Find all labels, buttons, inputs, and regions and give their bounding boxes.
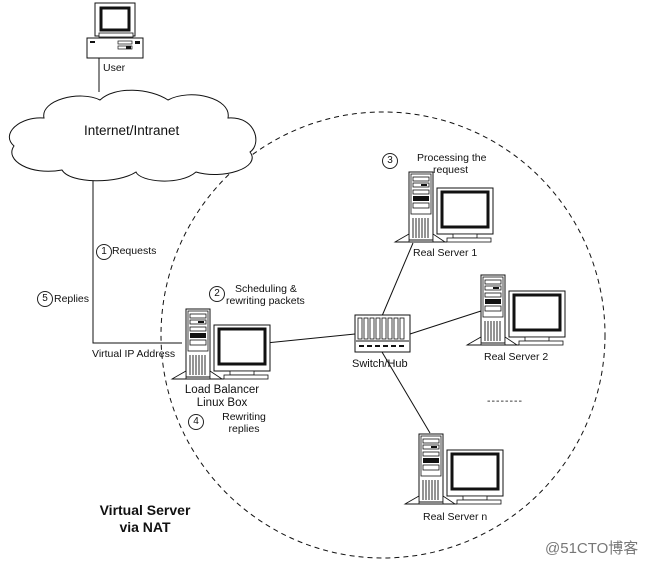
step-2-text-line1: Scheduling & (235, 283, 297, 295)
step-4-text-line2: replies (228, 423, 260, 435)
real-server-n-label: Real Server n (423, 511, 488, 523)
load-balancer-label-line1: Load Balancer (184, 384, 260, 396)
step-2-text-line2: rewriting packets (226, 295, 305, 307)
real-server-n-icon (403, 432, 505, 506)
more-servers-ellipsis: -------- (487, 395, 523, 407)
internet-to-loadbalancer-link (92, 176, 182, 344)
switch-label: Switch/Hub (352, 358, 408, 370)
real-server-2-icon (465, 273, 567, 347)
real-server-1-label: Real Server 1 (413, 247, 478, 259)
step-3-badge: 3 (382, 153, 398, 169)
diagram-title-line2: via NAT (119, 519, 171, 535)
switch-to-servern-link (381, 351, 431, 434)
switch-to-server2-link (409, 310, 482, 335)
desktop-computer-icon (86, 2, 144, 59)
internet-label: Internet/Intranet (84, 123, 180, 138)
loadbalancer-to-switch-link (265, 333, 356, 344)
step-4-badge: 4 (188, 414, 204, 430)
step-4-text-line1: Rewriting (222, 411, 266, 423)
real-server-2-label: Real Server 2 (484, 351, 549, 363)
step-5-text: Replies (54, 293, 90, 305)
step-3-text-line1: Processing the (417, 152, 487, 164)
user-label: User (103, 62, 126, 74)
step-1-text: Requests (112, 245, 157, 257)
watermark: @51CTO博客 (545, 540, 639, 557)
load-balancer-label-line2: Linux Box (196, 397, 248, 409)
virtual-server-boundary (160, 111, 606, 559)
real-server-1-icon (393, 170, 495, 244)
step-3-text-line2: request (433, 164, 469, 176)
step-2-badge: 2 (209, 286, 225, 302)
load-balancer-icon (170, 307, 272, 381)
diagram-title-line1: Virtual Server (99, 502, 191, 518)
network-switch-icon (354, 314, 411, 353)
step-5-badge: 5 (37, 291, 53, 307)
step-1-badge: 1 (96, 244, 112, 260)
switch-to-server1-link (381, 242, 414, 317)
virtual-ip-label: Virtual IP Address (92, 348, 176, 360)
cloud-icon (8, 89, 257, 182)
